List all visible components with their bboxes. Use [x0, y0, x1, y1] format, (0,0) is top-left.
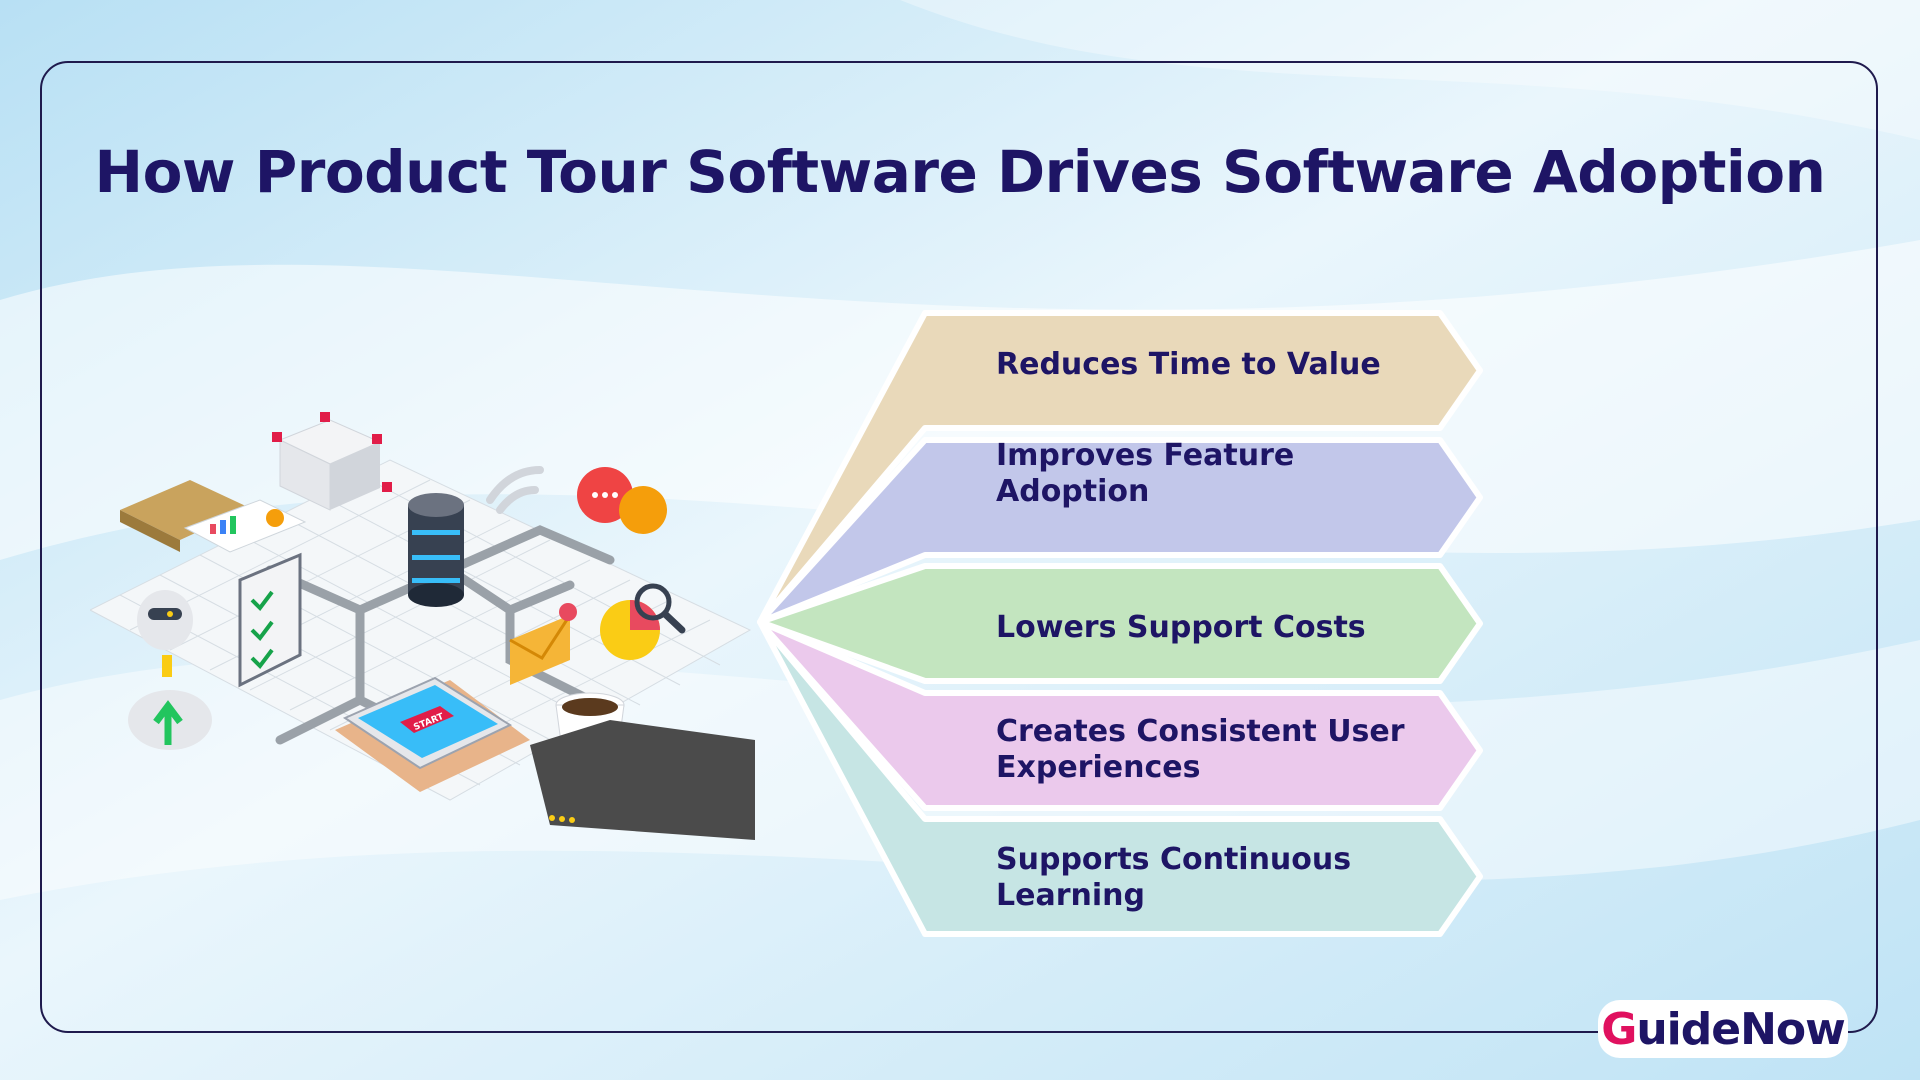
step-label-4: Creates Consistent User Experiences: [996, 714, 1405, 785]
database-icon: [408, 493, 464, 607]
step-label-1: Reduces Time to Value: [996, 347, 1381, 382]
robot-icon: [137, 590, 193, 677]
page-title: How Product Tour Software Drives Softwar…: [94, 138, 1826, 206]
cube-grid-icon: [272, 412, 392, 511]
checklist-icon: [238, 552, 302, 688]
phone-in-hand-icon: START: [335, 676, 755, 840]
wifi-icon: [486, 466, 544, 514]
step-band-2: [757, 437, 1483, 625]
magnifier-icon: [600, 583, 686, 660]
folder-icon: [120, 480, 250, 552]
step-band-4: [757, 619, 1483, 811]
content-frame: [40, 61, 1878, 1033]
step-band-3: [757, 563, 1483, 684]
step-band-1: [757, 310, 1483, 625]
step-label-5: Supports Continuous Learning: [996, 842, 1352, 913]
step-label-3: Lowers Support Costs: [996, 610, 1366, 645]
cloud-upload-icon: [128, 690, 212, 750]
chart-paper-icon: [183, 499, 307, 553]
logo-text: uideNow: [1636, 1003, 1845, 1055]
envelope-icon: [509, 603, 577, 685]
isometric-illustration: START: [90, 412, 755, 840]
logo-letter-g: G: [1601, 1003, 1637, 1055]
chat-bubbles-icon: [577, 467, 667, 534]
step-label-2: Improves Feature Adoption: [996, 438, 1295, 509]
step-band-5: [757, 619, 1483, 937]
